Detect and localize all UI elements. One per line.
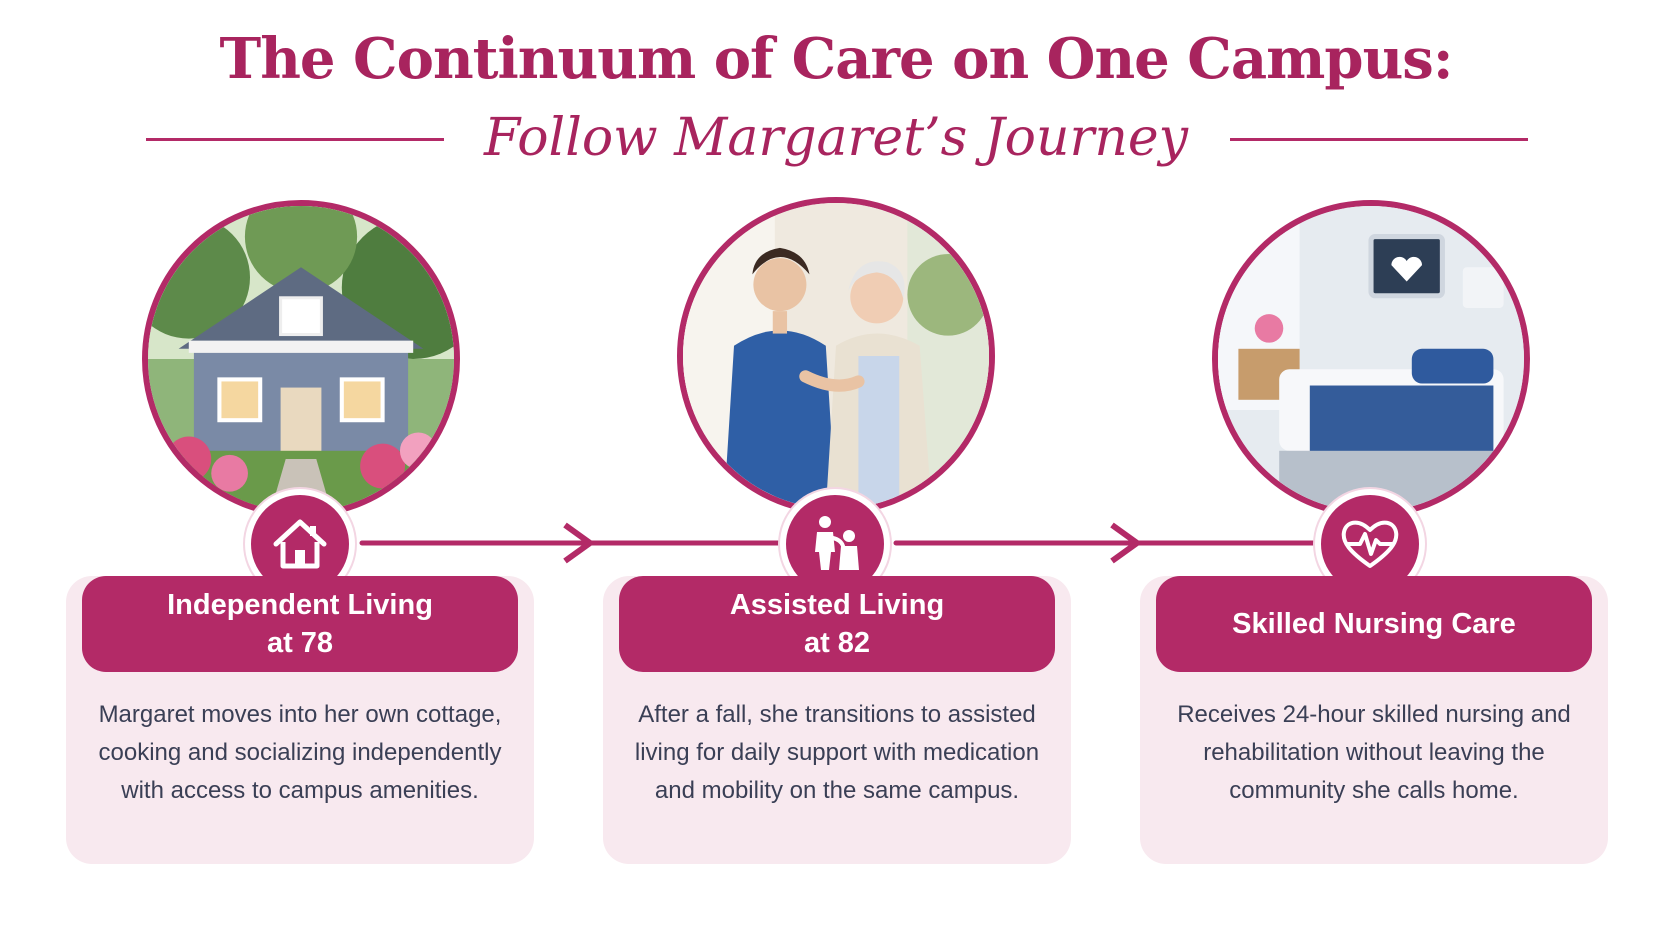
subtitle-rule-left [146, 138, 444, 141]
stage-card-skilled-nursing: Skilled Nursing Care Receives 24-hour sk… [1140, 576, 1608, 864]
stage-description: After a fall, she transitions to assiste… [634, 701, 1040, 804]
caregiver-assisting-senior-photo [677, 197, 995, 515]
stage-title: Independent Living at 78 [82, 576, 518, 672]
caregiver-assist-icon [815, 516, 859, 570]
arrow-head-1 [563, 522, 596, 564]
subtitle-rule-right [1230, 138, 1528, 141]
heart-pulse-icon [1341, 520, 1399, 568]
stage-description: Receives 24-hour skilled nursing and reh… [1177, 701, 1571, 804]
arrow-head-2 [1110, 522, 1143, 564]
house-icon [273, 519, 327, 569]
stage-title-line2: at 82 [803, 627, 871, 659]
page-title: The Continuum of Care on One Campus: [219, 26, 1454, 92]
hospital-bed-room-photo [1212, 200, 1530, 518]
stage-description: Margaret moves into her own cottage, coo… [98, 701, 502, 804]
stage-title: Assisted Living at 82 [619, 576, 1055, 672]
stage-title-line1: Independent Living [167, 589, 433, 621]
stage-card-independent-living: Independent Living at 78 Margaret moves … [66, 576, 534, 864]
stage-title: Skilled Nursing Care [1156, 576, 1592, 672]
stage-title-line1: Assisted Living [729, 589, 945, 621]
cottage-house-photo [142, 200, 460, 518]
stage-card-assisted-living: Assisted Living at 82 After a fall, she … [603, 576, 1071, 864]
subtitle-row: Follow Margaret’s Journey [0, 104, 1672, 174]
stage-title-line2: at 78 [266, 627, 334, 659]
page-subtitle: Follow Margaret’s Journey [484, 108, 1188, 168]
stage-title-line1: Skilled Nursing Care [1232, 608, 1516, 640]
